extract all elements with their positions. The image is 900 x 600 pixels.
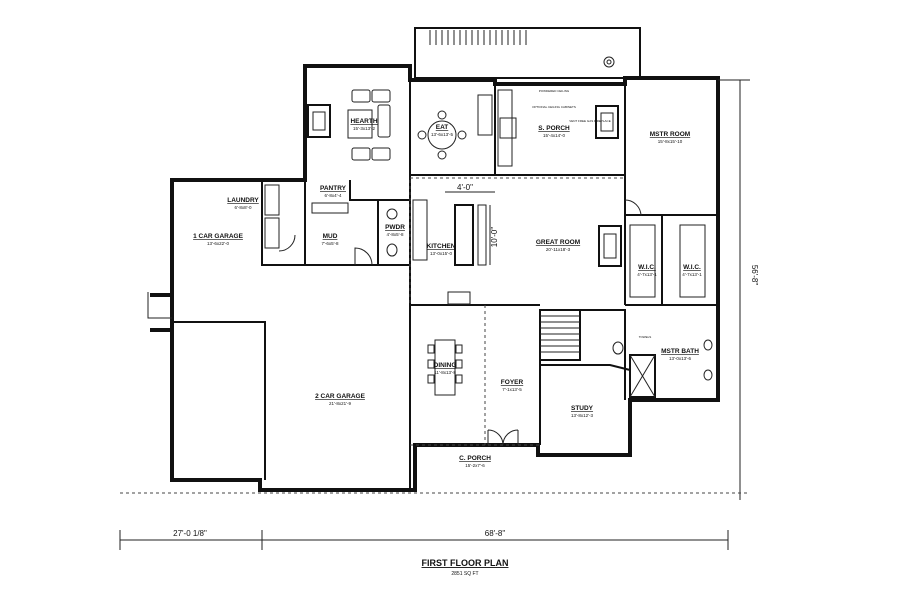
eat-label: EAT <box>436 124 449 131</box>
hearth-furniture <box>347 89 391 161</box>
foyer-label: FOYER <box>501 379 524 386</box>
cporch-label: C. PORCH <box>459 455 491 462</box>
dining-table <box>427 339 463 396</box>
plan-area: 2851 SQ FT <box>451 571 478 577</box>
mstr-room-dims: 15'-8x15'-10 <box>658 139 683 144</box>
island-width-dim: 4'-0" <box>457 183 473 192</box>
closet-shelves <box>629 224 706 298</box>
dining-dims: 11'-8x13'-8 <box>434 370 456 375</box>
mstr-bath-dims: 13'-0x13'-6 <box>669 356 691 361</box>
hearth-dims: 15'-3x13'-2 <box>353 126 375 131</box>
dining-label: DINING <box>434 362 457 369</box>
study-label: STUDY <box>571 405 594 412</box>
dashed-lines <box>409 177 625 446</box>
bath-note: TOWELS <box>639 335 652 339</box>
two-car-garage-label: 2 CAR GARAGE <box>315 393 366 400</box>
laundry-label: LAUNDRY <box>227 197 259 204</box>
side-door-frame <box>147 292 172 319</box>
pantry-dims: 6'-8x4'-4 <box>325 193 342 198</box>
overall-depth-dim: 56'-8" <box>750 265 759 286</box>
sporch-label: S. PORCH <box>538 125 570 132</box>
room-labels: HEARTH 15'-3x13'-2 EAT 13'-6x13'-5 S. PO… <box>193 118 702 468</box>
study-dims: 13'-8x12'-3 <box>571 413 593 418</box>
dimension-lines <box>119 79 750 550</box>
great-room-dims: 20'-11x18'-3 <box>546 247 571 252</box>
porch-note-2: OPTIONAL CEILING CABINETS <box>532 105 576 109</box>
pantry-label: PANTRY <box>320 185 347 192</box>
foyer-dims: 7'-1x13'-5 <box>502 387 522 392</box>
cporch-dims: 15'-2x7'-6 <box>465 463 485 468</box>
left-offset-dim: 27'-0 1/8" <box>173 529 207 538</box>
fireplace-hearth <box>307 104 331 138</box>
great-room-label: GREAT ROOM <box>536 239 580 246</box>
pwdr-label: PWDR <box>385 224 405 231</box>
porch-note-3: VENT FREE GAS FIREPLACE <box>569 119 610 123</box>
doors <box>278 199 642 446</box>
rear-deck <box>414 27 641 79</box>
mstr-room-label: MSTR ROOM <box>650 131 690 138</box>
porch-note-1: POWDERED CEILING <box>539 89 570 93</box>
two-car-garage-dims: 21'-8x21'-9 <box>329 401 351 406</box>
kitchen-island <box>412 199 487 305</box>
laundry-dims: 6'-8x8'-0 <box>235 205 252 210</box>
wic-1-dims: 4'-7x13'-1 <box>637 272 657 277</box>
one-car-garage-label: 1 CAR GARAGE <box>193 233 244 240</box>
porch-furniture <box>497 89 517 167</box>
sporch-dims: 15'-4x14'-0 <box>543 133 565 138</box>
island-depth-dim: 10'-0" <box>490 227 499 248</box>
wic-1-label: W.I.C. <box>638 264 656 271</box>
overall-width-dim: 68'-8" <box>485 529 506 538</box>
eat-dims: 13'-6x13'-5 <box>431 132 453 137</box>
wic-2-dims: 4'-7x13'-1 <box>682 272 702 277</box>
hearth-label: HEARTH <box>350 118 377 125</box>
plan-title: FIRST FLOOR PLAN <box>422 558 509 568</box>
exterior-wall <box>150 64 720 492</box>
mud-dims: 7'-6x5'-8 <box>322 241 339 246</box>
mstr-bath-label: MSTR BATH <box>661 348 699 355</box>
stairs <box>539 309 581 361</box>
bath-fixtures <box>386 208 713 398</box>
fireplace-great-room <box>598 225 622 267</box>
mud-label: MUD <box>323 233 338 240</box>
plan-notes: POWDERED CEILING OPTIONAL CEILING CABINE… <box>532 89 651 339</box>
interior-walls <box>172 80 718 490</box>
kitchen-label: KITCHEN <box>427 243 456 250</box>
wic-2-label: W.I.C. <box>683 264 701 271</box>
eat-table <box>417 94 493 160</box>
one-car-garage-dims: 13'-6x22'-0 <box>207 241 229 246</box>
laundry-fixtures <box>264 184 349 249</box>
kitchen-dims: 13'-0x15'-0 <box>430 251 452 256</box>
fireplace-porch <box>595 105 619 139</box>
pwdr-dims: 4'-8x5'-8 <box>387 232 404 237</box>
